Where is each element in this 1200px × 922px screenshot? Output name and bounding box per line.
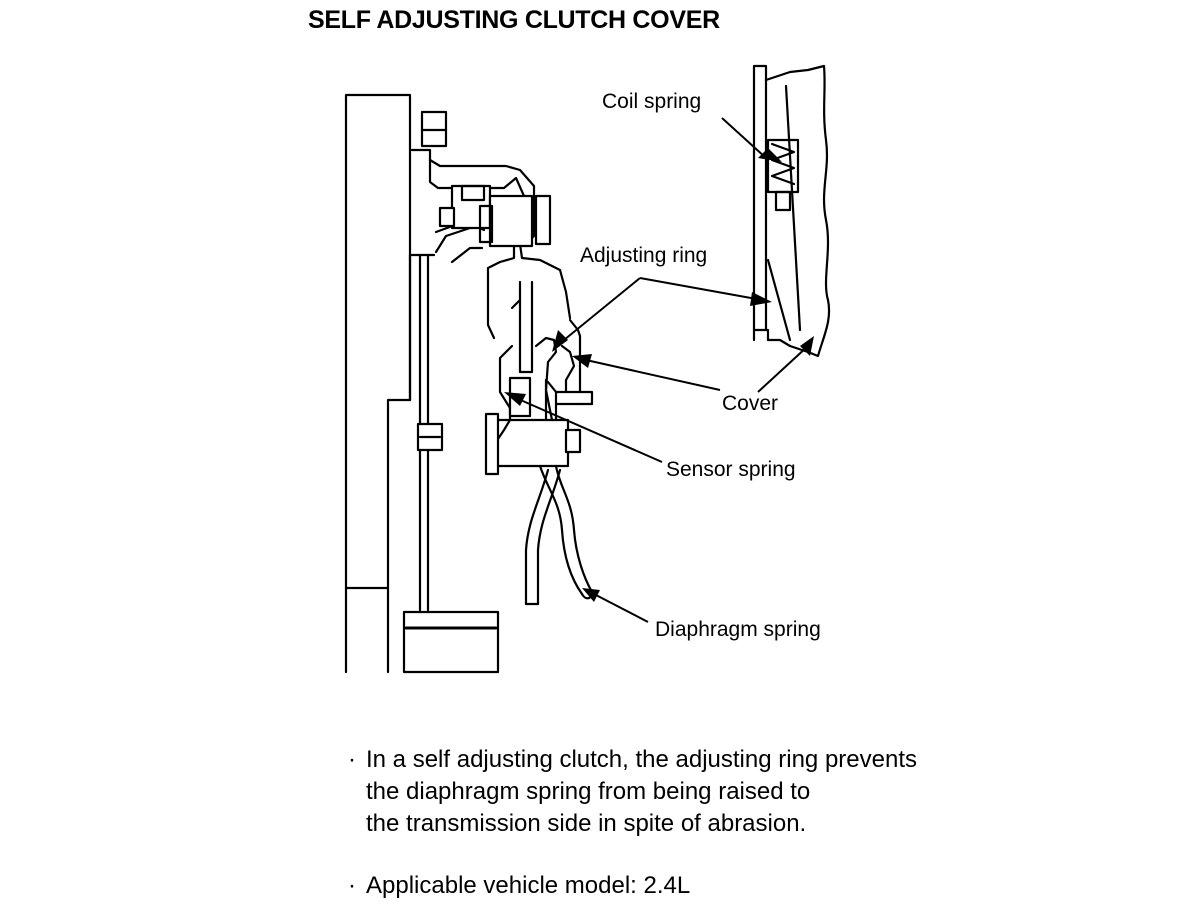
- label-coil-spring: Coil spring: [602, 90, 702, 113]
- flywheel: [344, 93, 436, 674]
- label-cover: Cover: [722, 392, 779, 415]
- drive-pin: [416, 253, 444, 612]
- note-line: In a self adjusting clutch, the adjustin…: [366, 746, 917, 773]
- note-adjusting-ring: · In a self adjusting clutch, the adjust…: [348, 744, 917, 840]
- diaphragm-spring: [524, 464, 594, 606]
- clutch-disc: [402, 610, 500, 674]
- label-diaphragm-spring: Diaphragm spring: [655, 618, 821, 641]
- bullet: ·: [348, 872, 356, 899]
- notes: · In a self adjusting clutch, the adjust…: [348, 744, 917, 902]
- note-applicable-model: · Applicable vehicle model: 2.4L: [348, 870, 917, 902]
- page-title: SELF ADJUSTING CLUTCH COVER: [308, 6, 720, 34]
- note-line: the diaphragm spring from being raised t…: [366, 778, 811, 805]
- note-line: Applicable vehicle model: 2.4L: [366, 872, 691, 899]
- bullet: ·: [348, 746, 356, 773]
- note-line: the transmission side in spite of abrasi…: [366, 810, 807, 837]
- detail-inset: [752, 64, 831, 358]
- label-adjusting-ring: Adjusting ring: [580, 244, 708, 267]
- cover-profile: [410, 110, 572, 340]
- label-sensor-spring: Sensor spring: [666, 458, 796, 481]
- adjusting-mechanism: [484, 280, 594, 476]
